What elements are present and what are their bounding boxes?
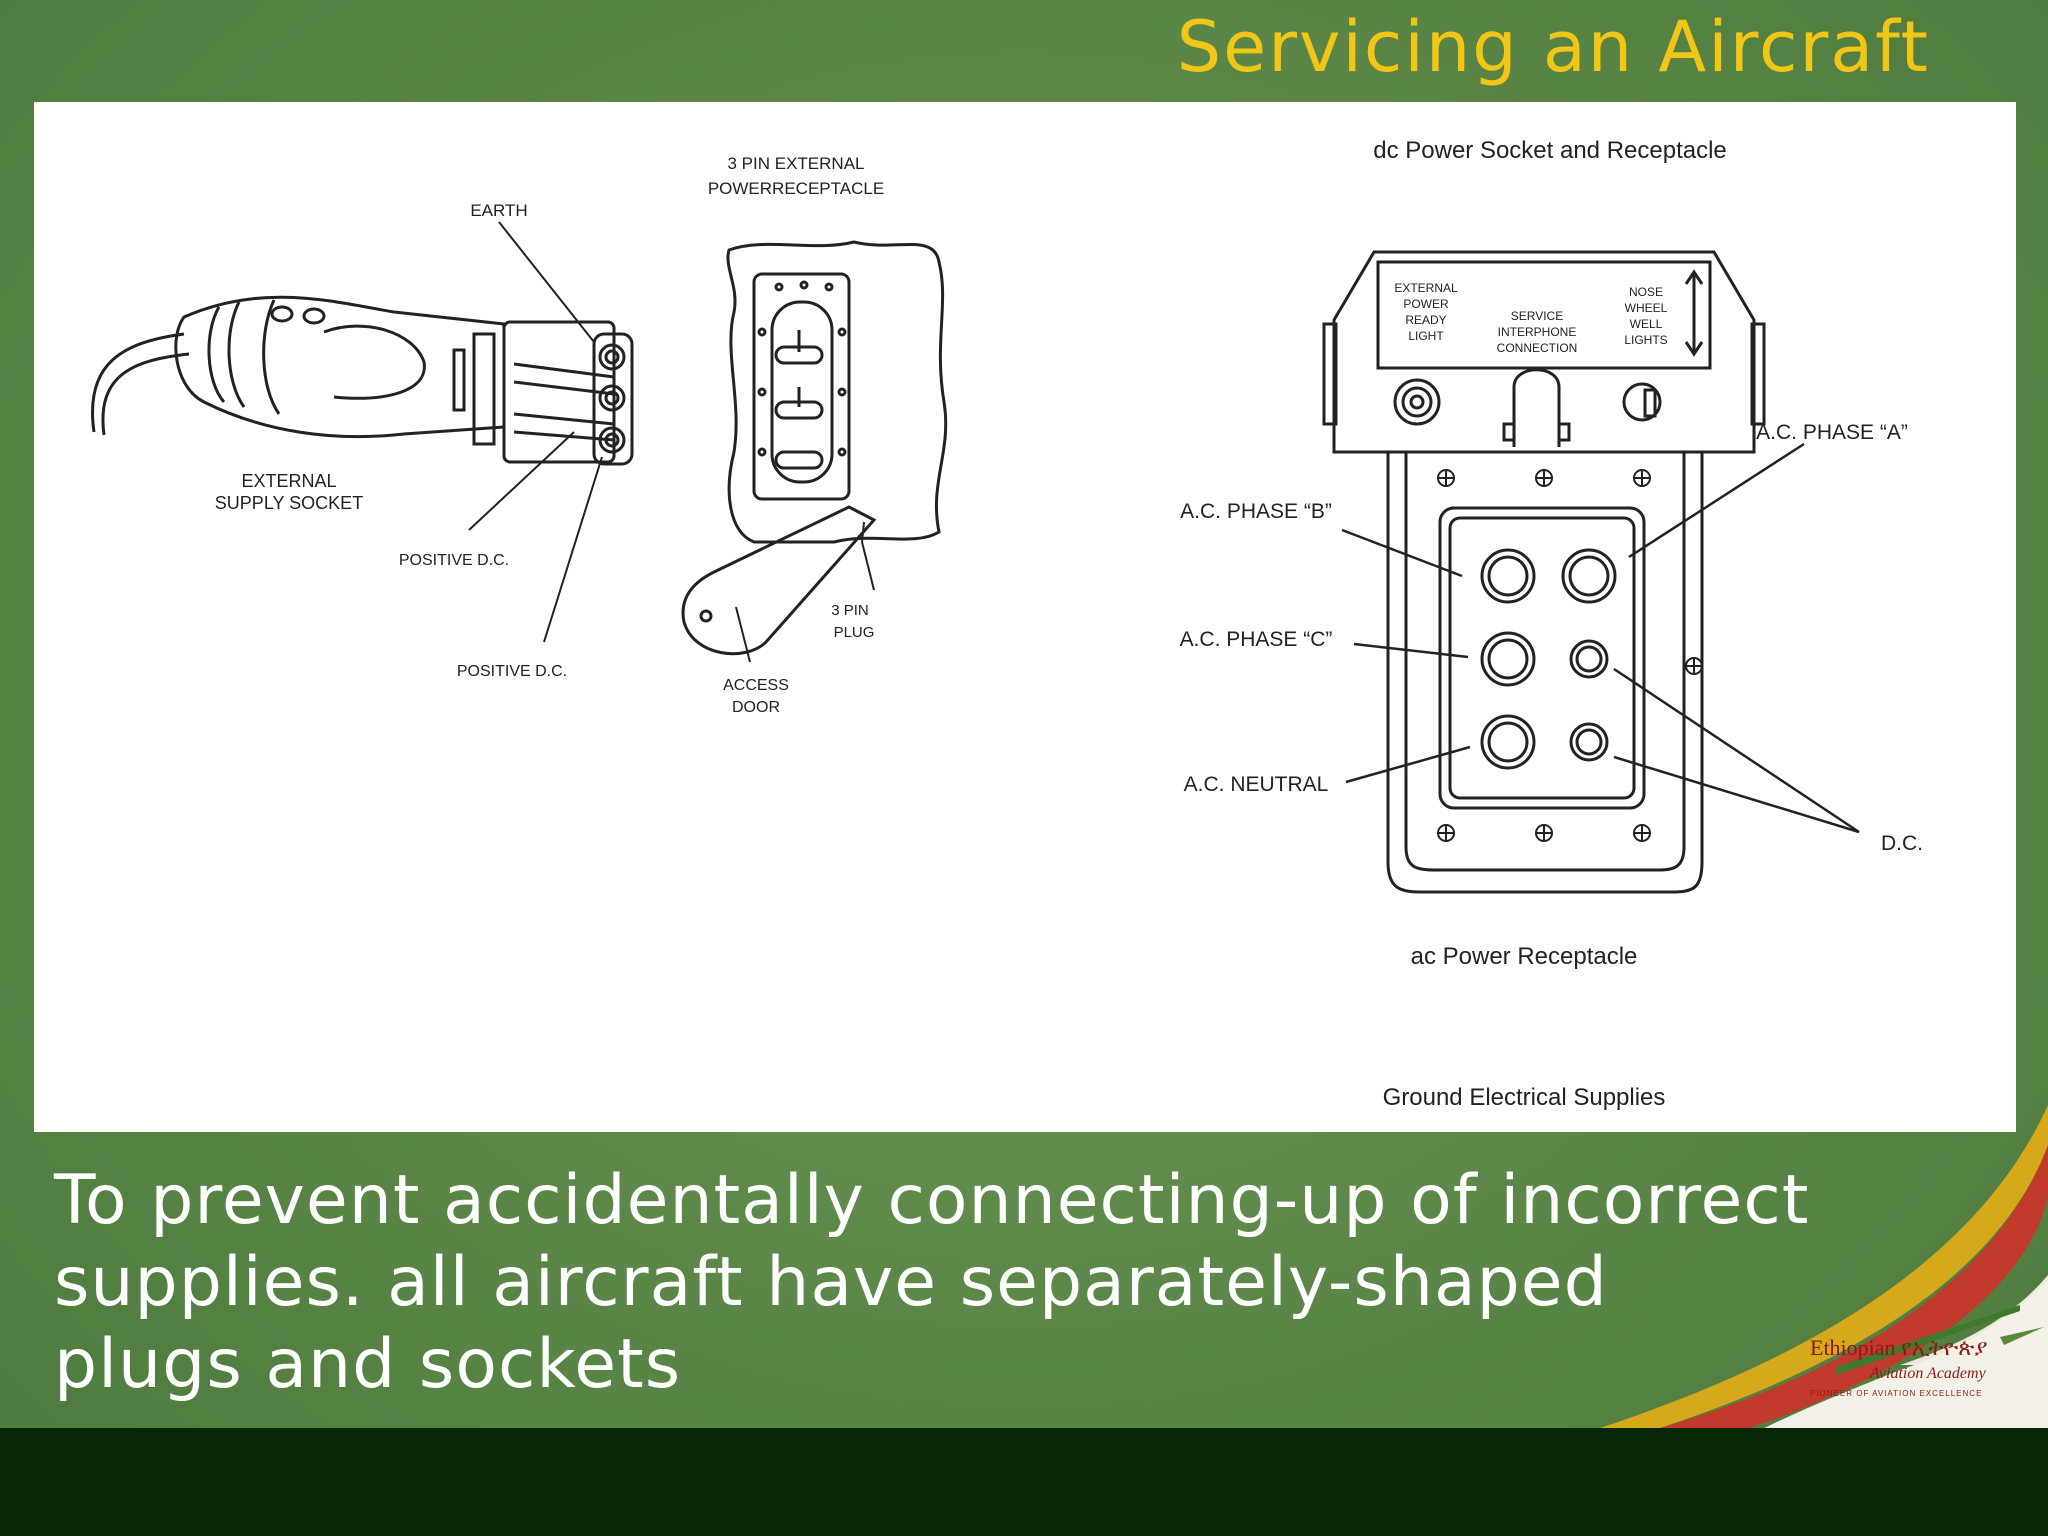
label-positive-dc-1: POSITIVE D.C. <box>399 552 509 569</box>
panel-service-1: SERVICE <box>1511 309 1563 323</box>
panel-ext-power-1: EXTERNAL <box>1394 281 1458 295</box>
panel-nose-3: WELL <box>1630 317 1663 331</box>
ac-receptacle-drawing <box>1322 250 1860 894</box>
three-pin-receptacle-drawing <box>681 240 948 663</box>
bottom-band <box>0 1428 2048 1536</box>
label-supply-socket-2: SUPPLY SOCKET <box>215 493 363 513</box>
caption-ground-supplies: Ground Electrical Supplies <box>1383 1084 1666 1111</box>
panel-nose-4: LIGHTS <box>1624 333 1667 347</box>
caption-ac-receptacle: ac Power Receptacle <box>1411 943 1638 970</box>
ac-receptacle-labels: dc Power Socket and Receptacle EXTERNAL … <box>1180 137 1923 1111</box>
panel-ext-power-4: LIGHT <box>1408 329 1444 343</box>
ground-supplies-diagram: EARTH EXTERNAL SUPPLY SOCKET POSITIVE D.… <box>91 137 1923 1111</box>
logo-line2: Aviation Academy <box>1869 1365 1987 1382</box>
ethiopian-aviation-academy-logo: Ethiopian የኢትዮጵያ Aviation Academy PIONEE… <box>1600 1105 2048 1428</box>
label-phase-b: A.C. PHASE “B” <box>1180 500 1332 523</box>
body-text: To prevent accidentally connecting-up of… <box>54 1161 1810 1404</box>
receptacle-labels: 3 PIN EXTERNAL POWERRECEPTACLE 3 PIN PLU… <box>708 154 884 716</box>
label-plug-2: PLUG <box>834 624 875 641</box>
label-access-door-2: DOOR <box>732 699 780 716</box>
logo-line1: Ethiopian የኢትዮጵያ <box>1810 1335 1988 1360</box>
label-neutral: A.C. NEUTRAL <box>1184 773 1329 796</box>
panel-nose-1: NOSE <box>1629 285 1663 299</box>
slide-title: Servicing an Aircraft <box>1176 6 1930 88</box>
panel-ext-power-2: POWER <box>1403 297 1449 311</box>
label-supply-socket-1: EXTERNAL <box>241 471 336 491</box>
label-phase-a: A.C. PHASE “A” <box>1756 421 1908 444</box>
label-phase-c: A.C. PHASE “C” <box>1180 628 1333 651</box>
label-earth: EARTH <box>470 201 527 220</box>
caption-dc-socket: dc Power Socket and Receptacle <box>1373 137 1727 164</box>
label-access-door-1: ACCESS <box>723 677 789 694</box>
panel-nose-2: WHEEL <box>1625 301 1668 315</box>
panel-service-2: INTERPHONE <box>1498 325 1577 339</box>
label-receptacle-title-2: POWERRECEPTACLE <box>708 179 884 198</box>
label-positive-dc-2: POSITIVE D.C. <box>457 663 567 680</box>
label-dc: D.C. <box>1881 832 1923 855</box>
external-supply-socket-drawing <box>91 221 634 643</box>
panel-service-3: CONNECTION <box>1497 341 1578 355</box>
label-receptacle-title-1: 3 PIN EXTERNAL <box>728 154 865 173</box>
supply-socket-labels: EARTH EXTERNAL SUPPLY SOCKET POSITIVE D.… <box>215 201 567 680</box>
logo-tagline: PIONEER OF AVIATION EXCELLENCE <box>1810 1389 1982 1398</box>
label-plug-1: 3 PIN <box>831 602 869 619</box>
figure-panel: EARTH EXTERNAL SUPPLY SOCKET POSITIVE D.… <box>34 102 2016 1132</box>
panel-ext-power-3: READY <box>1405 313 1446 327</box>
